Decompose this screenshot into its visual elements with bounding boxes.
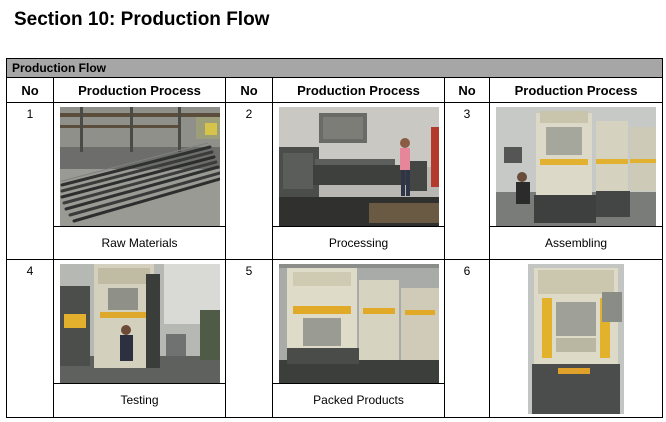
press-machine-photo: [528, 264, 625, 414]
step-caption: Processing: [272, 226, 445, 260]
production-flow-table: Production Flow No Production Process No…: [5, 58, 664, 418]
table-band: Production Flow: [5, 58, 664, 78]
step-number: 6: [444, 259, 490, 418]
step-number: 5: [225, 259, 273, 418]
step-photo-cell: [272, 259, 445, 384]
step-photo-cell: [272, 102, 445, 227]
press-testing-photo: [59, 264, 220, 383]
step-number: 2: [225, 102, 273, 260]
step-photo-cell: [53, 259, 226, 384]
step-caption: Assembling: [488, 226, 664, 260]
header-no: No: [444, 77, 490, 103]
step-number: 4: [6, 259, 54, 418]
step-caption: Raw Materials: [53, 226, 226, 260]
step-number: 3: [444, 102, 490, 260]
step-caption: Testing: [53, 383, 226, 418]
header-row: No Production Process No Production Proc…: [6, 77, 664, 103]
header-no: No: [6, 77, 54, 103]
page-title: Section 10: Production Flow: [14, 9, 270, 30]
band-label: Production Flow: [5, 58, 664, 78]
steel-bars-photo: [59, 107, 220, 226]
step-photo-cell: [53, 102, 226, 227]
step-photo-cell: [488, 259, 664, 418]
caption-row: Testing Packed Products: [7, 383, 663, 418]
caption-row: Raw Materials Processing Assembling: [7, 226, 664, 260]
lathe-worker-photo: [278, 107, 439, 226]
header-no: No: [225, 77, 273, 103]
packed-presses-photo: [278, 264, 439, 383]
step-photo-cell: [488, 102, 664, 227]
header-process: Production Process: [272, 77, 445, 103]
header-process: Production Process: [488, 77, 664, 103]
header-process: Production Process: [53, 77, 226, 103]
step-number: 1: [6, 102, 54, 260]
press-assembly-photo: [496, 107, 657, 226]
table-row: 1: [6, 102, 664, 260]
step-caption: Packed Products: [272, 383, 445, 418]
table-row: 4 5: [6, 259, 664, 418]
